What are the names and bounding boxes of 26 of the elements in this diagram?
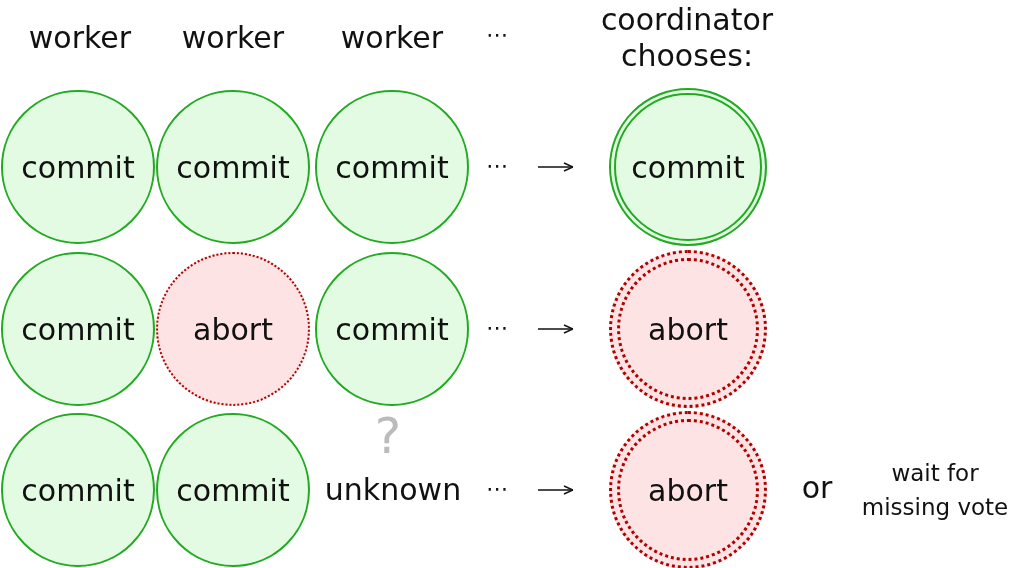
- ellipsis-text: ⋯: [480, 309, 514, 345]
- vote-circle: commit: [156, 413, 310, 567]
- decision-circle: abort: [609, 250, 767, 408]
- column-heading: worker: [180, 20, 286, 55]
- column-heading: worker: [339, 20, 445, 55]
- arrow: [537, 324, 574, 334]
- decision-circle: abort: [609, 411, 767, 568]
- column-heading: coordinator chooses:: [599, 2, 775, 74]
- arrow: [537, 485, 574, 495]
- vote-circle: commit: [1, 252, 155, 406]
- vote-circle: commit: [1, 90, 155, 244]
- vote-circle: commit: [156, 90, 310, 244]
- vote-circle: commit: [315, 252, 469, 406]
- ellipsis-text: ⋯: [485, 22, 509, 47]
- note-text: wait for missing vote: [860, 459, 1010, 522]
- unknown-text: unknown: [323, 472, 463, 507]
- vote-circle: commit: [315, 90, 469, 244]
- arrow: [537, 162, 574, 172]
- question-mark: ?: [373, 408, 403, 464]
- vote-circle: abort: [156, 252, 310, 406]
- decision-circle: commit: [609, 88, 767, 246]
- vote-circle: commit: [1, 413, 155, 567]
- or-text: or: [800, 470, 834, 505]
- ellipsis-text: ⋯: [480, 470, 514, 506]
- column-heading: worker: [27, 20, 133, 55]
- ellipsis-text: ⋯: [480, 147, 514, 183]
